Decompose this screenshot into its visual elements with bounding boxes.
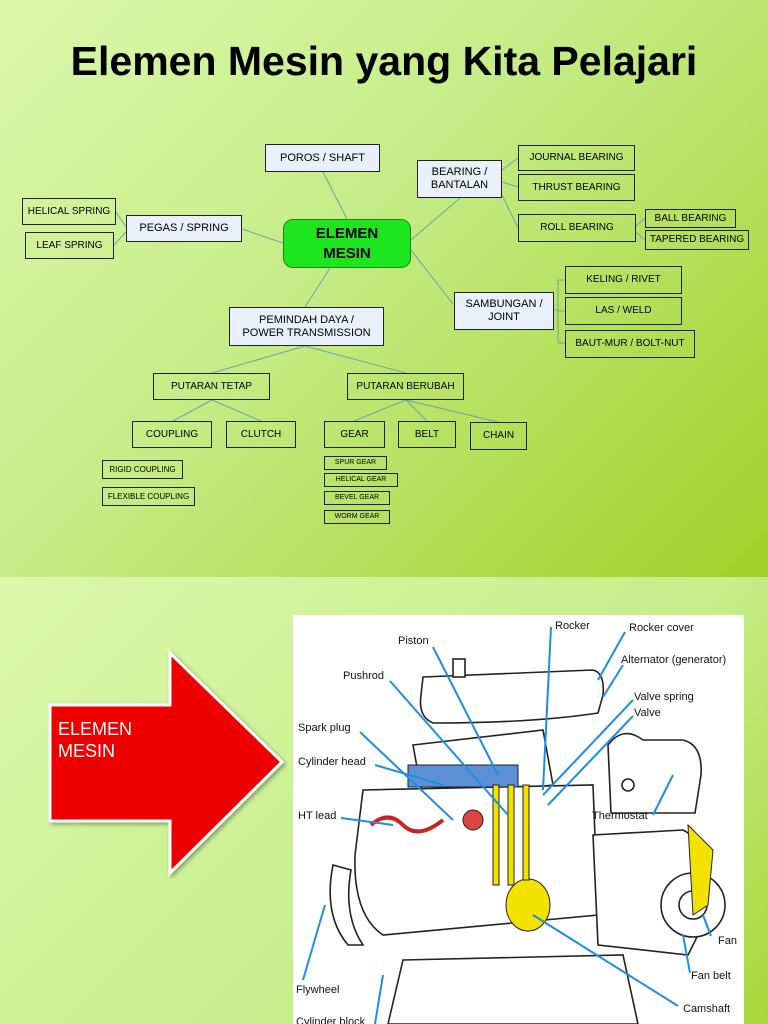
- node-rigid-coupling: RIGID COUPLING: [102, 460, 183, 479]
- label-valve: Valve: [634, 707, 661, 719]
- red-arrow-shape: [48, 649, 288, 884]
- engine-diagram: Piston Rocker Rocker cover Alternator (g…: [293, 615, 744, 1024]
- label-ht-lead: HT lead: [298, 810, 337, 822]
- label-thermostat: Thermostat: [592, 810, 648, 822]
- label-fan: Fan: [718, 935, 737, 947]
- node-clutch: CLUTCH: [226, 421, 296, 448]
- node-leaf-spring: LEAF SPRING: [25, 232, 114, 259]
- label-fan-belt: Fan belt: [691, 970, 731, 982]
- label-alternator: Alternator (generator): [621, 654, 727, 666]
- node-sambungan: SAMBUNGAN /JOINT: [454, 292, 554, 330]
- label-rocker-cover: Rocker cover: [629, 622, 694, 634]
- node-journal-bearing: JOURNAL BEARING: [518, 145, 635, 171]
- node-worm-gear: WORM GEAR: [324, 510, 390, 524]
- label-valve-spring: Valve spring: [634, 691, 694, 703]
- node-poros: POROS / SHAFT: [265, 144, 380, 172]
- node-spur-gear: SPUR GEAR: [324, 456, 387, 470]
- node-bevel-gear: BEVEL GEAR: [324, 491, 390, 505]
- node-putaran-tetap: PUTARAN TETAP: [153, 373, 270, 400]
- node-roll-bearing: ROLL BEARING: [518, 214, 636, 242]
- label-camshaft: Camshaft: [683, 1003, 731, 1015]
- node-bearing: BEARING /BANTALAN: [417, 160, 502, 198]
- label-pushrod: Pushrod: [343, 670, 384, 682]
- node-pemindah-daya: PEMINDAH DAYA /POWER TRANSMISSION: [229, 307, 384, 346]
- label-rocker: Rocker: [555, 620, 590, 632]
- connector-lines: [113, 157, 646, 423]
- node-coupling: COUPLING: [132, 421, 212, 448]
- node-keling: KELING / RIVET: [565, 266, 682, 294]
- label-cylinder-head: Cylinder head: [298, 756, 366, 768]
- slide-mind-map: Elemen Mesin yang Kita Pelajari: [0, 0, 768, 577]
- node-putaran-berubah: PUTARAN BERUBAH: [347, 373, 464, 400]
- label-cylinder-block: Cylinder block: [296, 1016, 366, 1024]
- node-chain: CHAIN: [470, 422, 527, 450]
- node-thrust-bearing: THRUST BEARING: [518, 174, 635, 201]
- node-gear: GEAR: [324, 421, 385, 448]
- node-belt: BELT: [398, 421, 456, 448]
- node-baut-mur: BAUT-MUR / BOLT-NUT: [565, 330, 695, 358]
- node-ball-bearing: BALL BEARING: [645, 209, 736, 228]
- node-helical-gear: HELICAL GEAR: [324, 473, 398, 487]
- slide-title: Elemen Mesin yang Kita Pelajari: [70, 38, 698, 84]
- node-tapered-bearing: TAPERED BEARING: [645, 230, 749, 250]
- label-spark-plug: Spark plug: [298, 722, 351, 734]
- label-flywheel: Flywheel: [296, 984, 340, 996]
- engine-illustration: [302, 626, 726, 1024]
- node-las: LAS / WELD: [565, 297, 682, 325]
- node-pegas: PEGAS / SPRING: [126, 215, 242, 242]
- label-piston: Piston: [398, 635, 429, 647]
- node-flexible-coupling: FLEXIBLE COUPLING: [102, 487, 195, 506]
- node-helical-spring: HELICAL SPRING: [22, 198, 116, 225]
